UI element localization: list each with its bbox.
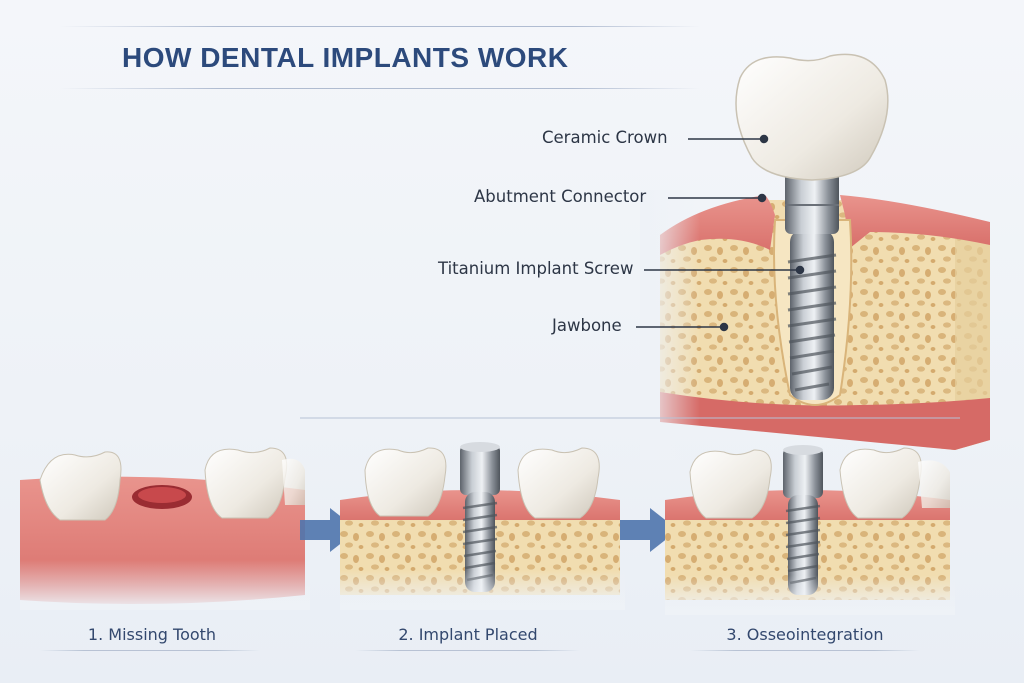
title-block: HOW DENTAL IMPLANTS WORK — [60, 26, 700, 90]
step-1-label: 1. Missing Tooth — [87, 625, 217, 644]
step-3-illustration — [665, 445, 955, 615]
step-1-rule — [40, 650, 260, 651]
label-titanium-implant-screw: Titanium Implant Screw — [438, 259, 634, 278]
step-1-illustration — [20, 447, 310, 610]
titanium-implant-screw — [787, 230, 837, 400]
arrow-right-icon-2 — [620, 508, 678, 552]
lower-gum-layer — [660, 392, 990, 450]
label-jawbone: Jawbone — [552, 316, 622, 335]
leader-lines — [636, 134, 805, 332]
step-3-label: 3. Osseointegration — [726, 625, 884, 644]
step-2-label: 2. Implant Placed — [398, 625, 538, 644]
label-abutment-connector: Abutment Connector — [474, 187, 647, 206]
step-3-rule — [690, 650, 920, 651]
gum-right — [840, 195, 990, 248]
ceramic-crown — [735, 53, 889, 181]
label-ceramic-crown: Ceramic Crown — [542, 128, 668, 147]
main-implant-illustration — [640, 53, 990, 460]
title-bottom-rule — [60, 88, 700, 89]
step-2-illustration — [340, 442, 625, 610]
step-2-rule — [355, 650, 580, 651]
page-title: HOW DENTAL IMPLANTS WORK — [122, 42, 569, 73]
title-top-rule — [60, 26, 700, 27]
